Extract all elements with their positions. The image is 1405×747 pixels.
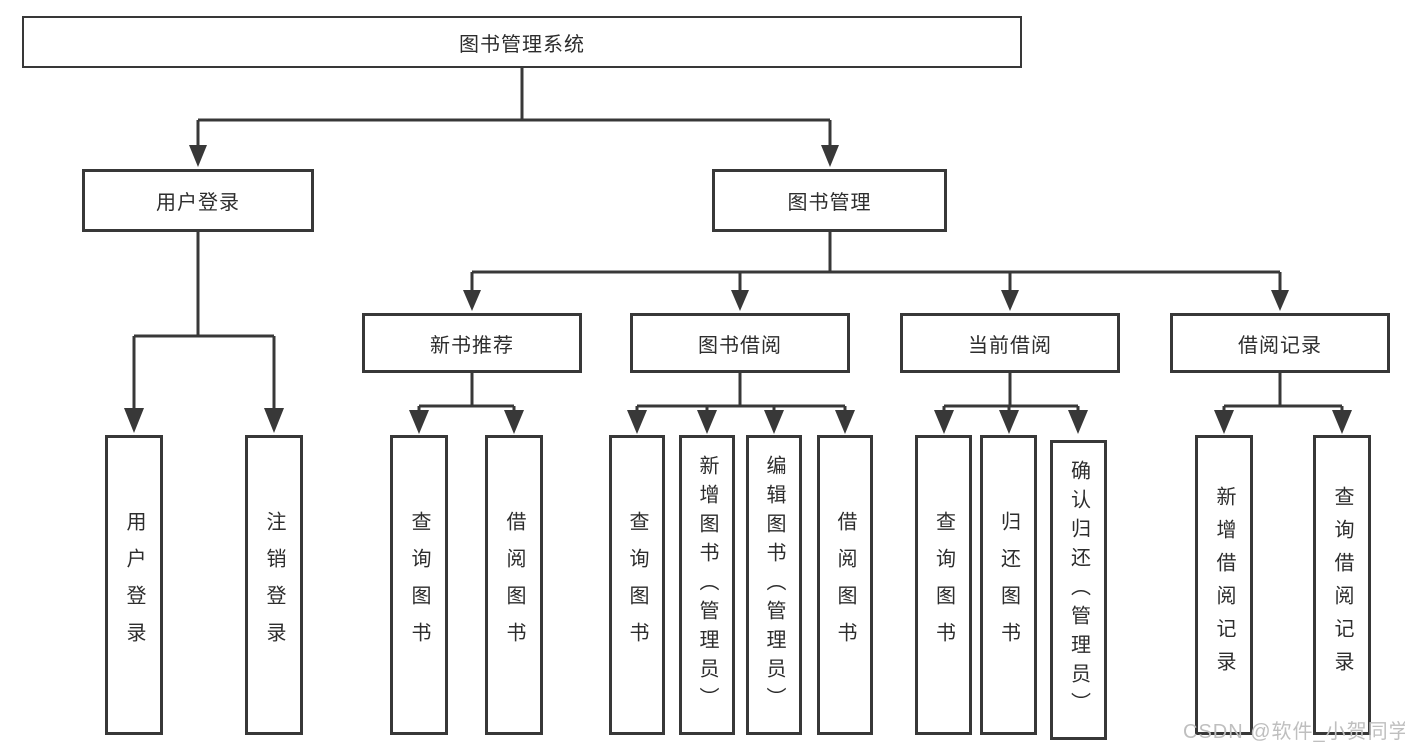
node-borrow-books-recommend: 借阅图书	[485, 435, 543, 735]
node-label: 新增图书（管理员）	[696, 454, 718, 716]
arrow-to-current-borrowing	[1001, 290, 1019, 311]
node-edit-books-admin: 编辑图书（管理员）	[746, 435, 802, 735]
node-new-book-recommendation: 新书推荐	[362, 313, 582, 373]
node-label: 查询图书	[932, 511, 955, 659]
node-label: 图书借阅	[698, 334, 782, 357]
node-label: 图书管理系统	[459, 33, 585, 56]
node-logout-login: 注销登录	[245, 435, 303, 735]
connector-borrowing-records	[1222, 373, 1344, 412]
arrow-to-borrow-books-recommend	[504, 410, 524, 434]
node-label: 新书推荐	[430, 334, 514, 357]
node-book-borrowing: 图书借阅	[630, 313, 850, 373]
node-label: 图书管理	[787, 192, 872, 214]
node-label: 查询图书	[626, 511, 648, 659]
node-library-management-system: 图书管理系统	[22, 16, 1022, 68]
node-label: 查询图书	[408, 511, 430, 659]
node-current-borrowing: 当前借阅	[900, 313, 1120, 373]
node-query-borrow-record: 查询借阅记录	[1313, 435, 1371, 735]
arrow-to-borrowing-records	[1271, 290, 1289, 311]
node-user-login-branch: 用户登录	[82, 169, 314, 232]
arrow-to-user-login-branch	[189, 145, 207, 167]
node-label: 借阅图书	[503, 511, 525, 659]
node-query-books-recommend: 查询图书	[390, 435, 448, 735]
connector-user-login	[132, 232, 276, 410]
arrow-to-return-books	[999, 410, 1019, 434]
arrow-to-query-books-current	[934, 410, 954, 434]
connector-book-borrowing	[635, 373, 847, 412]
node-label: 当前借阅	[968, 334, 1052, 357]
arrow-to-query-books-borrowing	[627, 410, 647, 434]
node-label: 新增借阅记录	[1213, 486, 1235, 684]
node-add-borrow-record: 新增借阅记录	[1195, 435, 1253, 735]
arrow-to-book-borrowing	[731, 290, 749, 311]
connector-root	[196, 68, 832, 147]
node-label: 用户登录	[123, 511, 145, 659]
arrow-to-user-login-leaf	[124, 408, 144, 433]
node-book-management: 图书管理	[712, 169, 947, 232]
watermark: CSDN @软件_小贺同学	[1183, 721, 1405, 743]
node-borrow-books-borrowing: 借阅图书	[817, 435, 873, 735]
node-confirm-return-admin: 确认归还（管理员）	[1050, 440, 1107, 740]
node-label: 借阅图书	[834, 511, 856, 659]
arrow-to-confirm-return-admin	[1068, 410, 1088, 434]
arrow-to-edit-books-admin	[764, 410, 784, 434]
arrow-to-query-books-recommend	[409, 410, 429, 434]
arrow-to-new-book-recommendation	[463, 290, 481, 311]
node-query-books-current: 查询图书	[915, 435, 972, 735]
node-user-login-leaf: 用户登录	[105, 435, 163, 735]
node-label: 注销登录	[263, 511, 285, 659]
connector-current-borrowing	[942, 373, 1080, 412]
node-label: 确认归还（管理员）	[1067, 459, 1090, 721]
node-label: 编辑图书（管理员）	[763, 454, 785, 716]
node-label: 归还图书	[997, 511, 1020, 659]
arrow-to-book-management	[821, 145, 839, 167]
node-label: 查询借阅记录	[1331, 486, 1353, 684]
connector-new-book-recommendation	[417, 373, 516, 412]
arrow-to-logout	[264, 408, 284, 433]
node-add-books-admin: 新增图书（管理员）	[679, 435, 735, 735]
arrow-to-add-borrow-record	[1214, 410, 1234, 434]
arrow-to-borrow-books-borrowing	[835, 410, 855, 434]
node-label: 用户登录	[156, 192, 240, 214]
arrowheads	[124, 145, 1352, 434]
node-return-books: 归还图书	[980, 435, 1037, 735]
node-label: 借阅记录	[1238, 334, 1322, 357]
arrow-to-query-borrow-record	[1332, 410, 1352, 434]
node-borrowing-records: 借阅记录	[1170, 313, 1390, 373]
connector-book-management	[470, 232, 1282, 292]
arrow-to-add-books-admin	[697, 410, 717, 434]
node-query-books-borrowing: 查询图书	[609, 435, 665, 735]
